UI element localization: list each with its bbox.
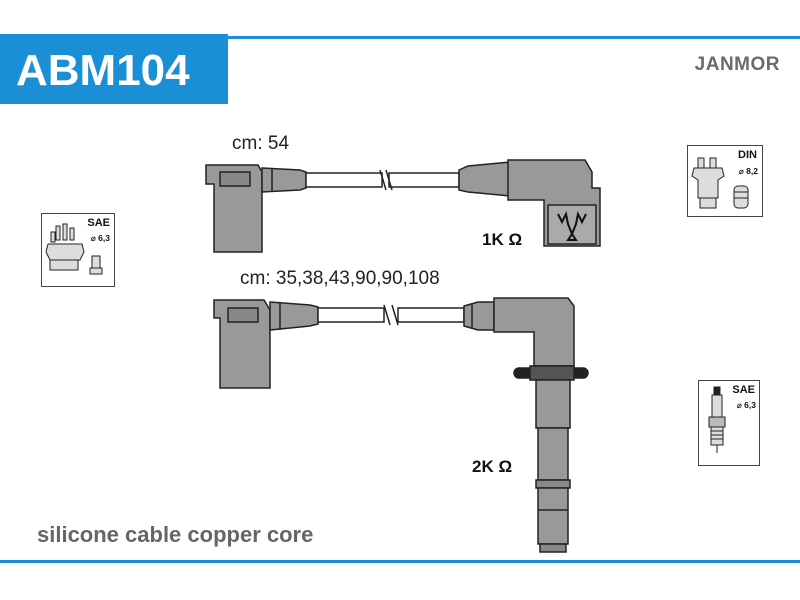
spark-plug-diameter: ⌀ 6,3 (736, 400, 756, 410)
spark-plug-standard: SAE (732, 384, 755, 396)
lead-1-boot-collar (219, 171, 251, 187)
lead-2-plug-boot-head (493, 297, 575, 367)
distributor-standard: SAE (87, 217, 110, 229)
lead-2-plug-tip (537, 487, 569, 545)
lead-1-resistance: 1K Ω (482, 230, 523, 249)
coil-standard: DIN (738, 149, 757, 161)
lead-1-right-neck (458, 161, 511, 197)
cable-description: silicone cable copper core (37, 522, 314, 547)
lead-2-cable-right (397, 307, 465, 323)
part-number: ABM104 (16, 46, 190, 95)
coil-diameter: ⌀ 8,2 (738, 166, 758, 176)
lead-2-cable-left (317, 307, 385, 323)
lead-1-left-neck (261, 167, 307, 193)
distributor-cap-icon (45, 223, 103, 275)
header-divider (228, 36, 800, 39)
lead-1-cable-left (305, 172, 383, 188)
lead-2-plug-tube-lower (537, 427, 569, 481)
footer-divider (0, 560, 800, 563)
lead-1-terminal-clip (557, 210, 587, 241)
lead-2-drawing (213, 297, 589, 553)
lead-1-cable-right (388, 172, 460, 188)
spark-plug-icon (708, 386, 726, 453)
part-number-badge: ABM104 (0, 34, 228, 104)
distributor-diameter: ⌀ 6,3 (90, 233, 110, 243)
lead-2-boot-collar (227, 307, 259, 323)
lead-2-left-neck (269, 301, 319, 331)
spark-plug-connector-icon: SAE ⌀ 6,3 (698, 380, 760, 466)
lead-2-resistance: 2K Ω (472, 457, 513, 476)
coil-connector-icon: DIN ⌀ 8,2 (687, 145, 763, 217)
lead-1-drawing (205, 159, 601, 253)
distributor-connector-icon: SAE ⌀ 6,3 (41, 213, 115, 287)
lead-2-length-label: cm: 35,38,43,90,90,108 (240, 268, 440, 289)
lead-1-length-label: cm: 54 (232, 133, 290, 154)
lead-2-plug-tube-upper (535, 379, 571, 429)
brand-name: JANMOR (694, 54, 780, 75)
lead-2-right-neck (463, 301, 495, 331)
ignition-coil-icon (691, 157, 749, 209)
